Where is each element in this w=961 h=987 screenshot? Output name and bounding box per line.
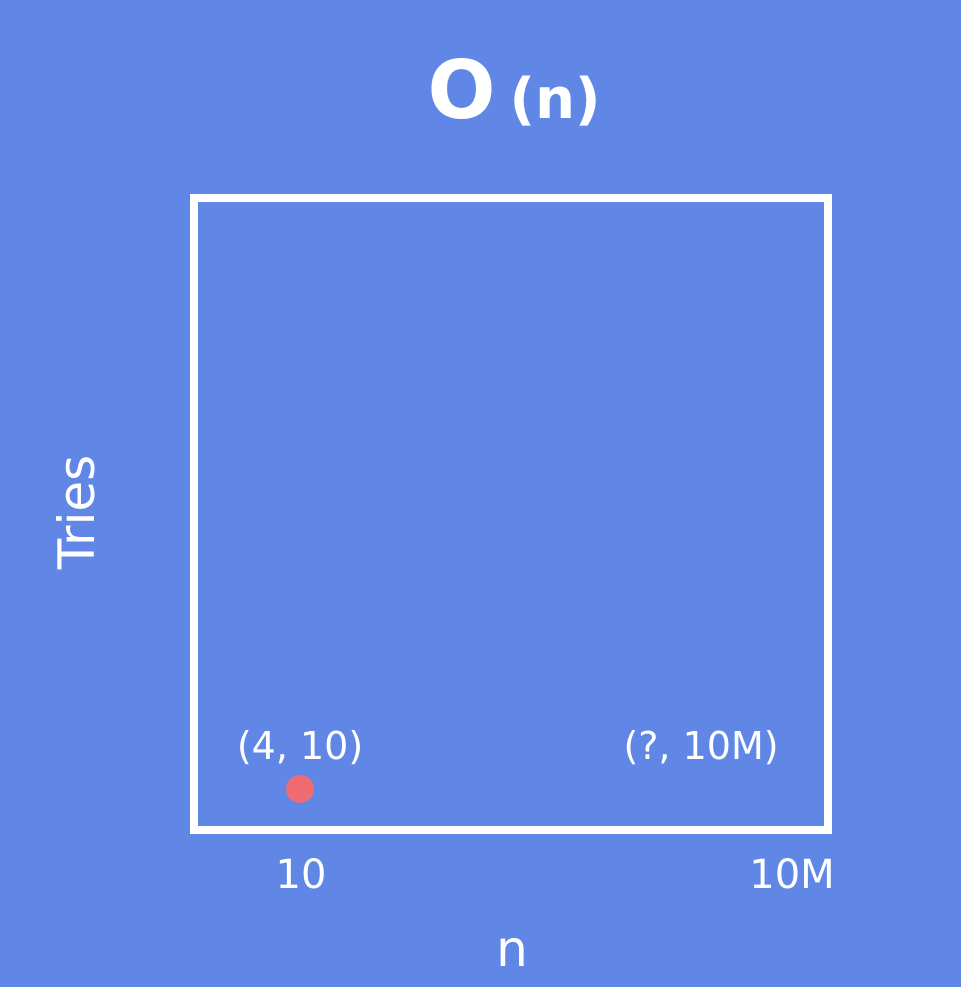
x-tick-label-10m: 10M [749,852,834,898]
point-label: (4, 10) [237,724,363,768]
y-axis-label: Tries [48,455,106,570]
chart-title-arg: (n) [509,67,600,132]
x-axis-label: n [496,920,528,978]
data-point [286,775,314,803]
plot-frame [190,194,832,834]
unknown-point-label: (?, 10M) [623,724,778,768]
x-tick-label-10: 10 [276,852,327,898]
chart-title: O(n) [427,44,600,137]
chart-title-main: O [427,44,495,137]
